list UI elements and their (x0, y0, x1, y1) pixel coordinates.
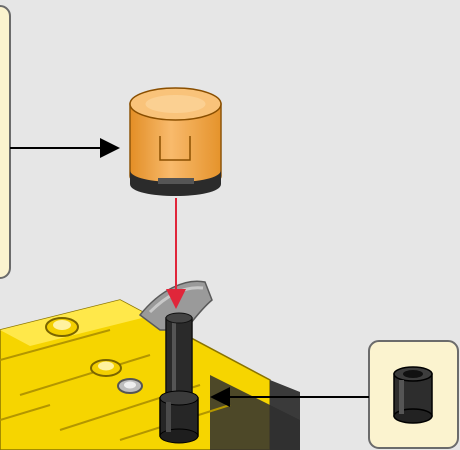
parts-callout (369, 341, 458, 448)
black-bushing-part-icon (394, 367, 432, 423)
black-axle-with-bushing (160, 313, 198, 443)
orange-transparent-siren-cap (130, 88, 221, 196)
submodel-callout (0, 6, 10, 278)
